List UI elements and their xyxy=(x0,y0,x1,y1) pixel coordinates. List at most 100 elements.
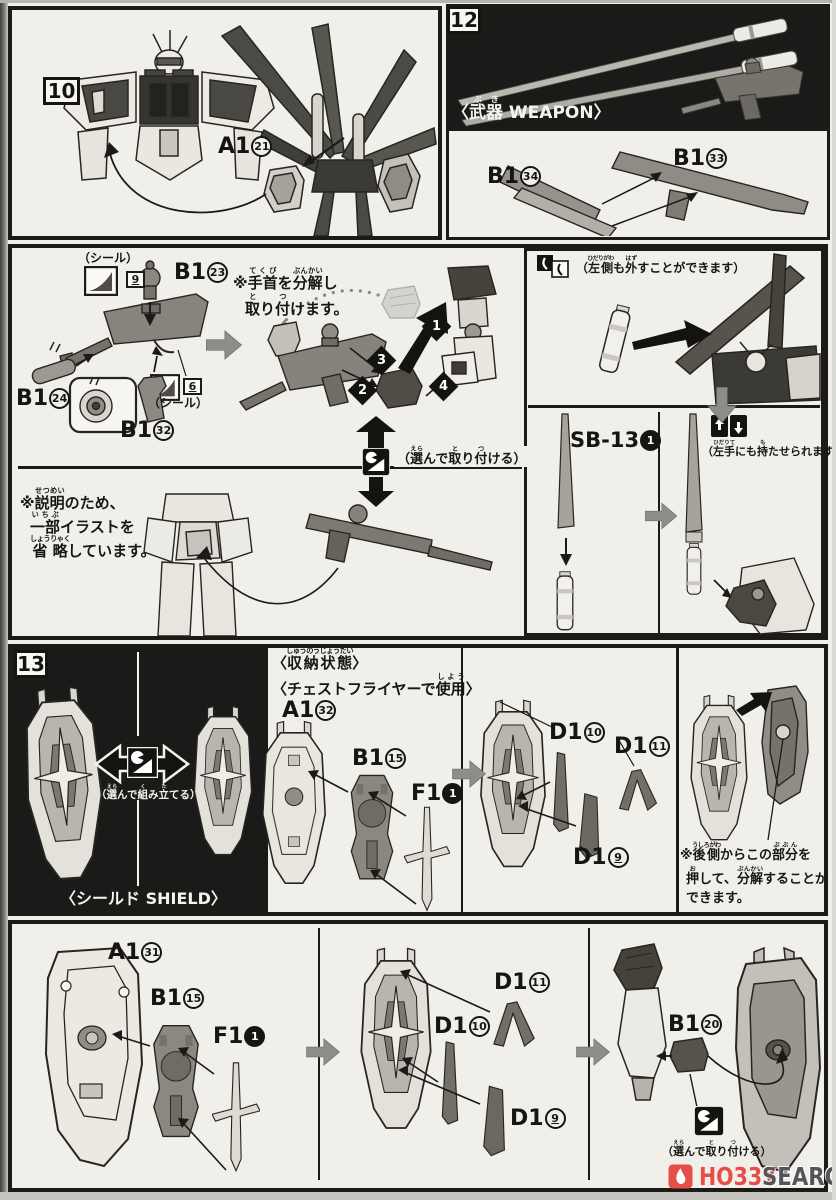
rifle-illustration xyxy=(305,504,493,571)
watermark-hobby: HO33Y xyxy=(699,1162,777,1191)
step-number-13: 13 xyxy=(14,650,48,678)
divider-line xyxy=(461,648,463,912)
weapon-caption: 〈武器ぶき WEAPON〉 xyxy=(452,94,611,123)
shield-stage2-illustration xyxy=(480,699,658,868)
step-13-panel xyxy=(8,644,828,916)
watermark-search: SEARCH xyxy=(762,1162,836,1191)
shield-closed-illustration xyxy=(193,705,253,856)
scan-edge-right xyxy=(832,0,836,1200)
weapons-illustration xyxy=(457,18,804,127)
saber-in-hand-illustration xyxy=(685,413,815,635)
choose-attach-note: （選えらんで取とり付つける） xyxy=(394,446,530,468)
saber-sub-panel xyxy=(524,248,824,636)
rifle-exploded-illustration xyxy=(31,260,209,434)
beam-rifle-illustration xyxy=(680,57,804,121)
step-10-panel xyxy=(8,6,442,240)
seal-number-box: 6 xyxy=(183,378,202,395)
remove-arrow xyxy=(632,320,712,350)
stored-state-caption: 〈収納状態しゅうのうじょうたい〉 xyxy=(272,646,368,672)
shield-caption: 〈シールド SHIELD〉 xyxy=(60,889,227,908)
choose-icon xyxy=(127,747,158,778)
swap-arrow-up-icon xyxy=(356,416,396,450)
shield-base-stage-illustration xyxy=(44,946,260,1172)
choose-icon xyxy=(694,1106,724,1136)
saber-blade-illustration xyxy=(556,413,575,631)
wrist-note-line1: ※手首てくびを分解ぶんかいし xyxy=(233,266,338,292)
disassembly-note-line3: できます。 xyxy=(686,891,750,906)
choose-attach-note-bottom: （選えらんで取とり付つける） xyxy=(662,1140,772,1158)
transition-arrow-icon xyxy=(306,1038,340,1066)
disassembly-note-line1: ※後側うしろがわからこの部分ぶぶんを xyxy=(680,842,812,863)
flame-icon xyxy=(668,1164,693,1189)
seal-caption-top: （シール） xyxy=(78,251,139,265)
scan-edge-bottom xyxy=(0,1192,836,1200)
transition-arrow-icon xyxy=(452,760,486,788)
divider-line xyxy=(137,652,139,736)
transition-arrow-icon xyxy=(645,502,677,530)
shield-detail-stage-illustration xyxy=(360,947,535,1157)
scan-edge-top xyxy=(0,0,836,3)
step10-illustration xyxy=(63,23,437,236)
lower-body-illustration xyxy=(143,493,253,636)
shield-complete-illustration xyxy=(690,685,809,841)
omission-note-line1: ※説明せつめいのため、 xyxy=(20,486,125,512)
detach-note: （左側ひだりがわも外はずすことができます） xyxy=(576,256,746,275)
wrist-note-line2: 取とり付つけます。 xyxy=(245,292,349,318)
transition-arrow-icon xyxy=(707,387,737,423)
stored-rifle-illustration xyxy=(143,493,493,636)
torso-back-illustration xyxy=(63,30,275,181)
choose-icon xyxy=(362,448,390,476)
seal-number-box: 9 xyxy=(126,271,145,288)
shield-attach-panel xyxy=(8,920,828,1192)
omission-note-line2: 一部いちぶイラストを xyxy=(30,510,135,536)
hold-note: （左手ひだりてにも持もたせられます） xyxy=(702,440,836,458)
divider-line xyxy=(528,405,820,408)
saber-removal-illustration xyxy=(597,253,821,405)
scan-edge-left xyxy=(0,0,8,1200)
wing-binder-illustration xyxy=(220,23,437,236)
chest-flyer-caption: 〈チェストフライヤーで使用しよう〉 xyxy=(272,672,481,698)
swap-arrow-down-icon xyxy=(358,477,394,507)
ghost-hand-illustration xyxy=(381,285,421,319)
shield-arm-mount-illustration xyxy=(613,943,822,1174)
divider-line xyxy=(658,412,660,634)
step-number-10: 10 xyxy=(43,77,80,105)
seal-caption-bottom: （シール） xyxy=(148,396,209,410)
divider-line xyxy=(137,800,139,886)
rifle-assembly-panel xyxy=(8,244,828,640)
omission-note-line3: 省略しょうりゃくしています。 xyxy=(30,534,156,560)
push-arrow xyxy=(736,692,772,716)
detach-icon xyxy=(537,255,569,278)
saber-handle-illustration xyxy=(597,303,634,375)
step-number-12: 12 xyxy=(447,6,481,34)
choose-build-note: （選えらんで組くみ立たてる） xyxy=(96,784,201,801)
beam-saber-illustration xyxy=(457,18,798,127)
step-12-parts-box xyxy=(446,128,830,240)
chest-part-illustration xyxy=(263,165,305,213)
disassembly-note-line2: 押おして、分解ぶんかいすることが xyxy=(686,866,829,887)
shield-stage1-illustration xyxy=(261,720,450,911)
divider-line xyxy=(676,648,679,912)
transition-arrow-icon xyxy=(576,1038,610,1066)
divider-line xyxy=(18,466,522,469)
